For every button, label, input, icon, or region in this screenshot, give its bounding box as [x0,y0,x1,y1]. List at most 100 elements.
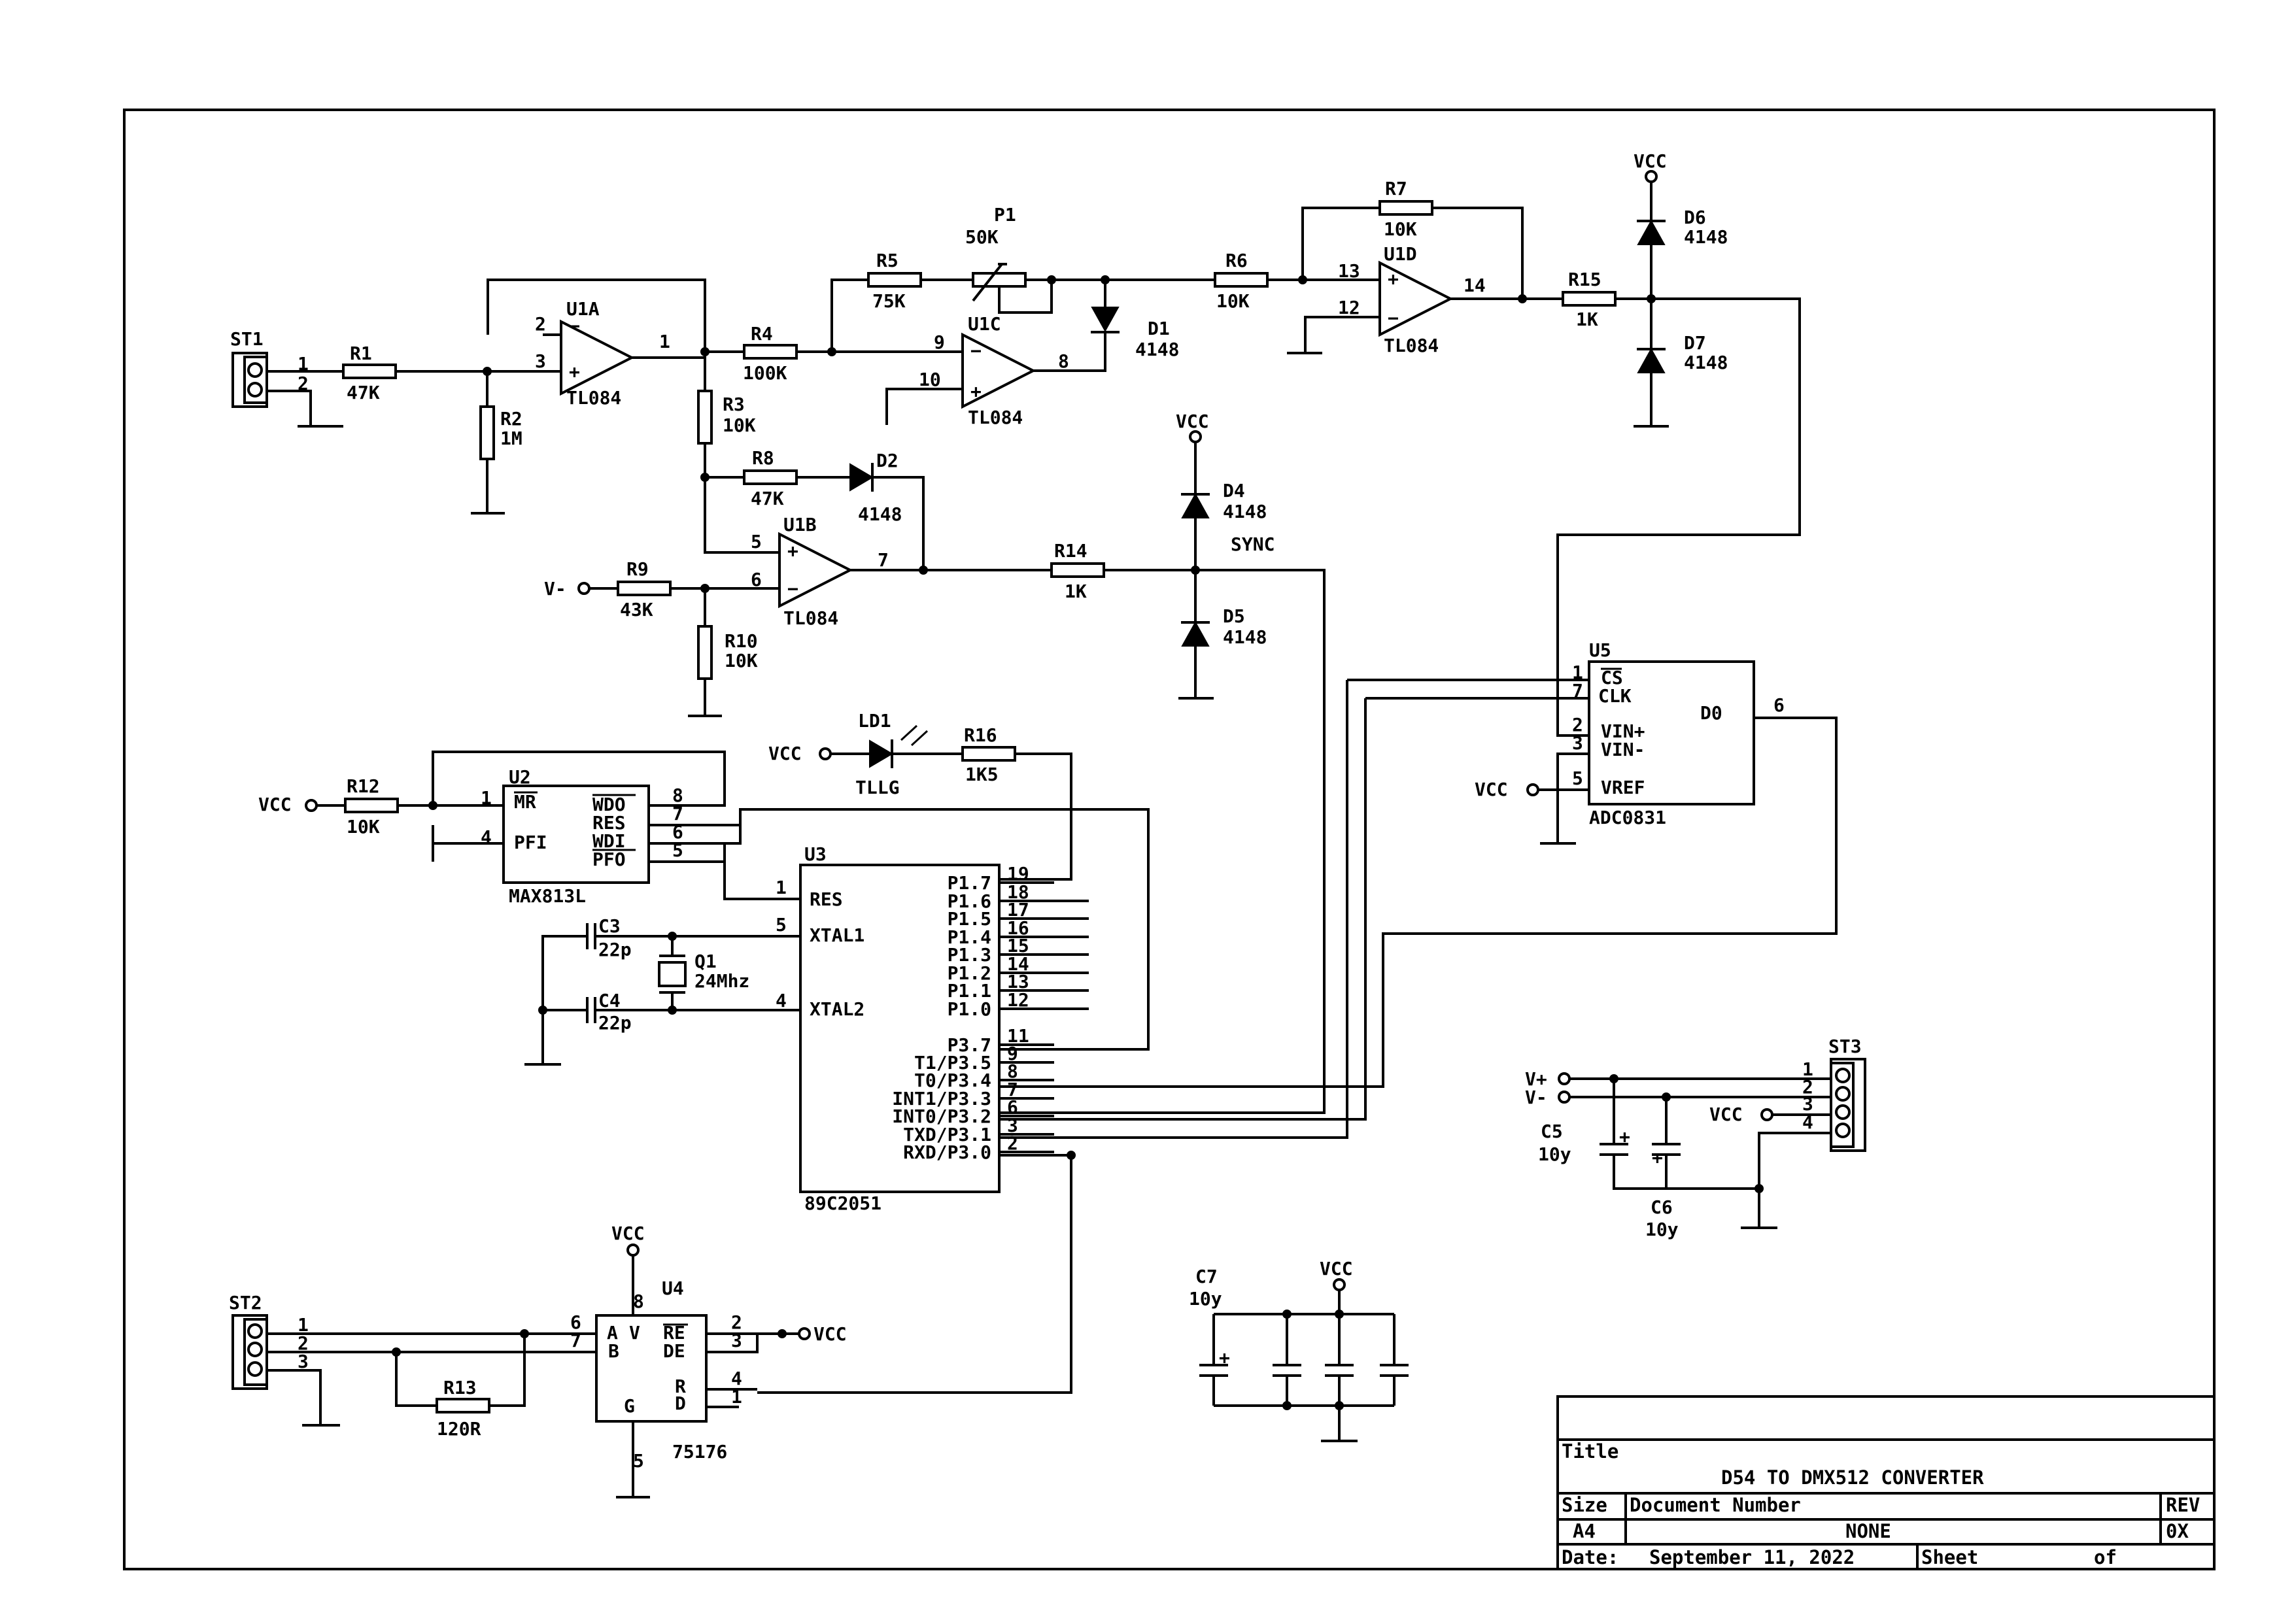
svg-text:R3: R3 [723,394,745,415]
svg-text:VCC: VCC [768,743,802,764]
svg-text:V-: V- [544,578,566,600]
svg-text:G: G [624,1395,635,1417]
svg-text:+: + [1219,1347,1230,1368]
svg-text:14: 14 [1464,275,1486,296]
svg-text:C3: C3 [598,915,621,937]
u3-pin-number: 9 [1007,1043,1018,1064]
svg-text:CLK: CLK [1598,685,1632,707]
vcc-u4-supply: VCC [611,1223,650,1498]
u3-pin-number: 6 [1007,1096,1018,1118]
rev-label: REV [2166,1494,2200,1516]
u3-pin-label: P1.5 [948,908,991,930]
svg-text:P1: P1 [994,204,1016,226]
resistor-r13: R13 120R [395,1334,526,1440]
svg-text:1: 1 [1802,1058,1813,1080]
svg-text:D4: D4 [1223,480,1245,501]
svg-text:75K: 75K [872,290,906,312]
svg-text:47K: 47K [751,488,784,509]
u3-pin-label: P1.1 [948,980,991,1002]
svg-text:6: 6 [570,1311,581,1333]
svg-text:−: − [787,578,798,600]
svg-text:3: 3 [1572,732,1583,754]
svg-text:1: 1 [298,1314,309,1336]
svg-text:120R: 120R [437,1418,481,1440]
svg-text:4148: 4148 [1684,352,1728,373]
svg-text:U5: U5 [1589,639,1611,661]
u3-pin-number: 16 [1007,917,1029,939]
resistor-r10: R10 10K [688,588,758,717]
u3-pin-number: 15 [1007,935,1029,956]
sheet-label: Sheet [1921,1546,1978,1568]
u3-pin-number: 18 [1007,881,1029,903]
u3-pin-number: 12 [1007,989,1029,1011]
svg-text:U4: U4 [662,1277,684,1299]
u3-pin-label: RXD/P3.0 [903,1142,991,1163]
u3-pin-number: 14 [1007,953,1029,975]
capacitor-c6: + C6 10y [1645,1097,1681,1240]
u3-pin-number: 13 [1007,971,1029,992]
svg-text:10y: 10y [1645,1219,1679,1240]
svg-text:R13: R13 [443,1377,477,1398]
capacitor-c5: + C5 10y [1538,1079,1759,1190]
svg-text:4148: 4148 [858,503,902,525]
resistor-r8: R8 47K [705,447,850,509]
svg-text:VCC: VCC [1176,411,1209,432]
svg-text:7: 7 [570,1330,581,1351]
u3-pin-label: P1.4 [948,926,991,948]
svg-text:5: 5 [776,914,787,936]
svg-text:8: 8 [1058,350,1069,372]
svg-text:VCC: VCC [258,794,292,815]
svg-text:C7: C7 [1195,1266,1218,1287]
svg-text:12: 12 [1338,297,1360,318]
resistor-r3: R3 10K [697,352,756,477]
u3-pin-label: P1.7 [948,872,991,894]
svg-text:VCC: VCC [813,1323,847,1345]
svg-text:3: 3 [298,1351,309,1372]
svg-text:WDI: WDI [592,830,626,852]
svg-text:TLLG: TLLG [855,777,899,798]
svg-text:+: + [787,540,798,562]
document-title: D54 TO DMX512 CONVERTER [1721,1466,1984,1489]
svg-text:R14: R14 [1054,540,1087,562]
svg-text:R9: R9 [626,558,649,580]
svg-text:R5: R5 [876,250,899,271]
svg-text:47K: 47K [347,382,380,403]
svg-text:4: 4 [1802,1111,1813,1133]
svg-text:1: 1 [481,787,492,809]
svg-text:10y: 10y [1189,1288,1222,1310]
svg-text:1K: 1K [1576,309,1598,330]
svg-text:4148: 4148 [1223,626,1267,648]
svg-text:D7: D7 [1684,332,1706,354]
svg-text:2: 2 [535,313,546,335]
diode-d5: D5 4148 [1178,570,1267,700]
svg-text:U3: U3 [804,843,827,865]
svg-text:TL084: TL084 [1384,335,1439,356]
svg-text:V+: V+ [1525,1068,1547,1090]
svg-text:U1D: U1D [1384,243,1417,265]
diode-d4: VCC D4 4148 [1176,411,1267,570]
resistor-r5: R5 75K [830,250,973,352]
svg-text:10K: 10K [1384,218,1417,240]
svg-text:1K5: 1K5 [965,764,999,785]
resistor-r16: R16 1K5 [961,724,1016,785]
ic-u3-89c2051: U3 89C2051 RES XTAL1 XTAL2 1 5 4 [776,843,1001,1214]
svg-text:1: 1 [731,1386,742,1408]
svg-text:2: 2 [298,1332,309,1354]
svg-text:VIN-: VIN- [1601,739,1645,760]
svg-text:7: 7 [672,803,683,824]
svg-text:10K: 10K [347,816,380,837]
svg-text:TL084: TL084 [566,387,621,409]
vcc-u2: VCC [258,794,345,815]
svg-text:+: + [1388,268,1399,290]
svg-text:2: 2 [1802,1076,1813,1098]
svg-text:10K: 10K [723,414,756,436]
svg-text:R6: R6 [1225,250,1248,271]
svg-text:1K: 1K [1065,581,1087,602]
svg-text:+: + [569,361,580,382]
svg-text:6: 6 [751,569,762,590]
svg-text:VCC: VCC [611,1223,645,1244]
size-value: A4 [1573,1520,1596,1542]
u3-pin-label: P1.0 [948,998,991,1020]
svg-text:+: + [1619,1126,1630,1147]
